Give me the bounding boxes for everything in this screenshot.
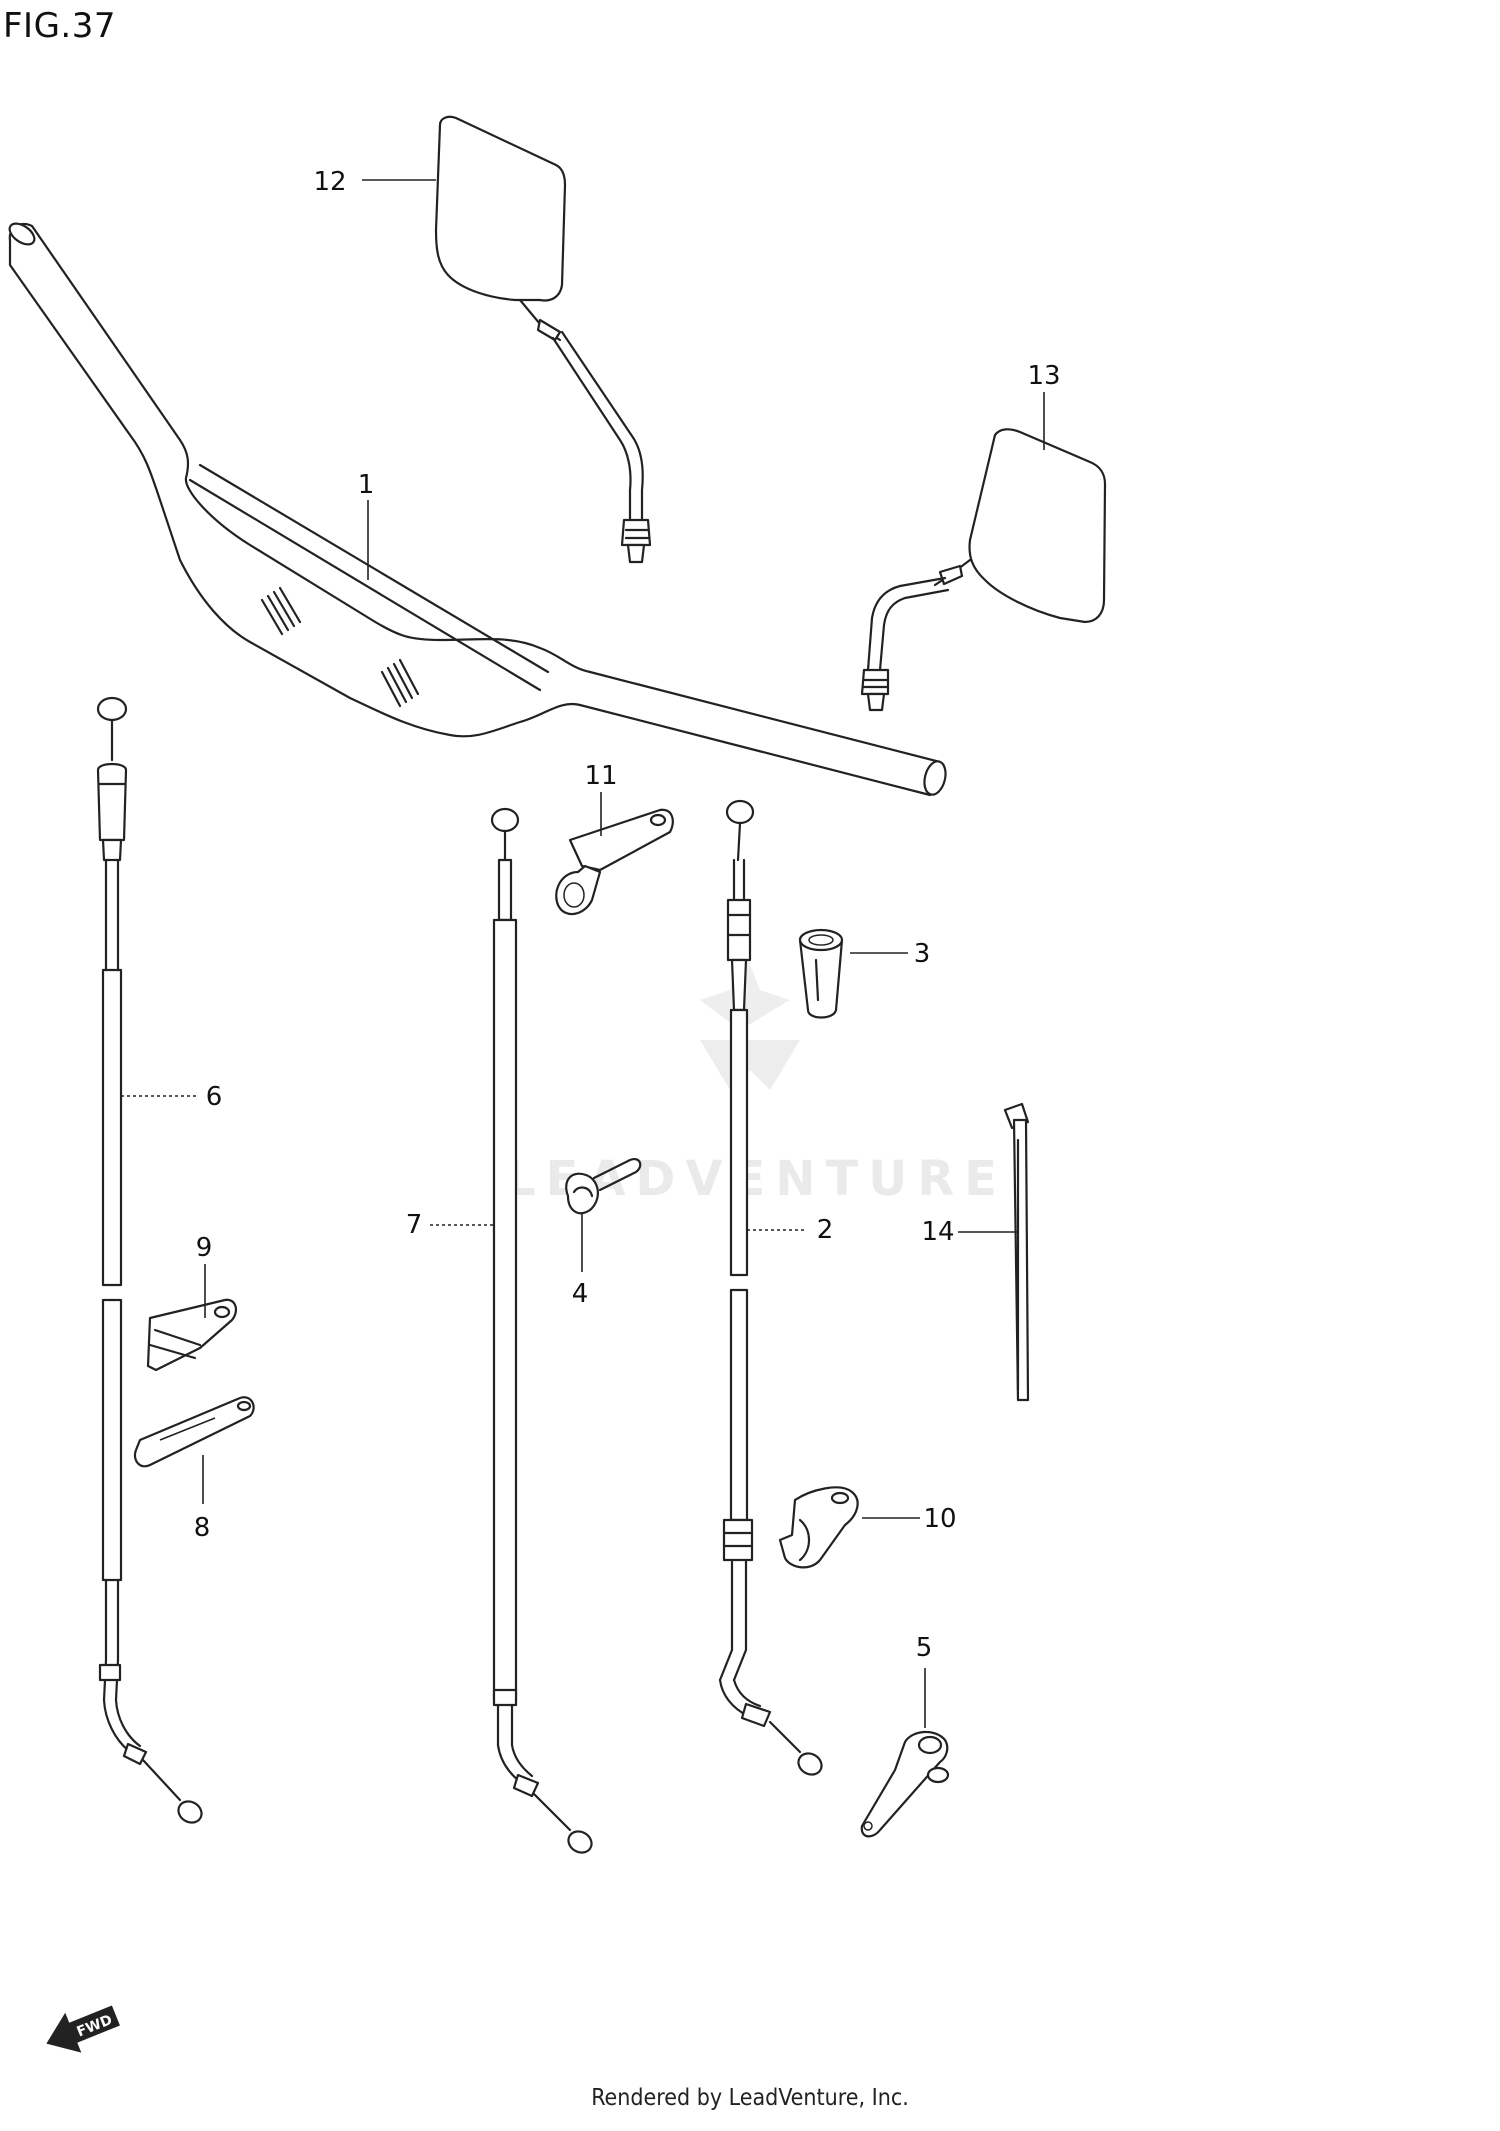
clamp-9 [146, 1298, 238, 1372]
footer-credit: Rendered by LeadVenture, Inc. [591, 2085, 909, 2111]
callout-10[interactable]: 10 [923, 1504, 956, 1534]
callout-1[interactable]: 1 [358, 470, 375, 500]
knurled-area-left [260, 586, 302, 636]
bracket-8 [133, 1396, 255, 1468]
clamp-4 [565, 1158, 642, 1215]
mirror-right [860, 428, 1107, 712]
knurled-area-right [380, 658, 420, 708]
figure-title: FIG.37 [3, 6, 117, 46]
callout-7[interactable]: 7 [406, 1210, 423, 1240]
callout-2[interactable]: 2 [817, 1215, 834, 1245]
callout-14[interactable]: 14 [921, 1217, 954, 1247]
bracket-11 [555, 808, 674, 916]
watermark: LEADVENTURE [505, 940, 997, 1207]
callout-5[interactable]: 5 [916, 1633, 933, 1663]
callout-6[interactable]: 6 [206, 1082, 223, 1112]
callout-11[interactable]: 11 [584, 761, 617, 791]
handlebar [8, 222, 947, 797]
cable-7 [490, 807, 593, 1854]
callout-4[interactable]: 4 [572, 1279, 589, 1309]
mirror-left [434, 115, 652, 564]
fwd-direction-badge: FWD [46, 2005, 120, 2053]
bracket-5 [860, 1730, 950, 1838]
callout-labels: 12 13 1 11 3 6 7 2 14 9 4 8 10 5 [194, 167, 1061, 1663]
callout-13[interactable]: 13 [1027, 361, 1060, 391]
callout-12[interactable]: 12 [313, 167, 346, 197]
clamp-10 [778, 1486, 859, 1569]
leader-lines [121, 179, 1045, 1728]
grip-boot-3 [798, 928, 844, 1019]
arrow-left-icon [46, 2005, 120, 2053]
cable-tie-14 [1003, 1102, 1030, 1402]
cable-2 [718, 799, 823, 1776]
callout-9[interactable]: 9 [196, 1233, 213, 1263]
callout-3[interactable]: 3 [914, 939, 931, 969]
callout-8[interactable]: 8 [194, 1513, 211, 1543]
cable-6 [96, 696, 203, 1824]
